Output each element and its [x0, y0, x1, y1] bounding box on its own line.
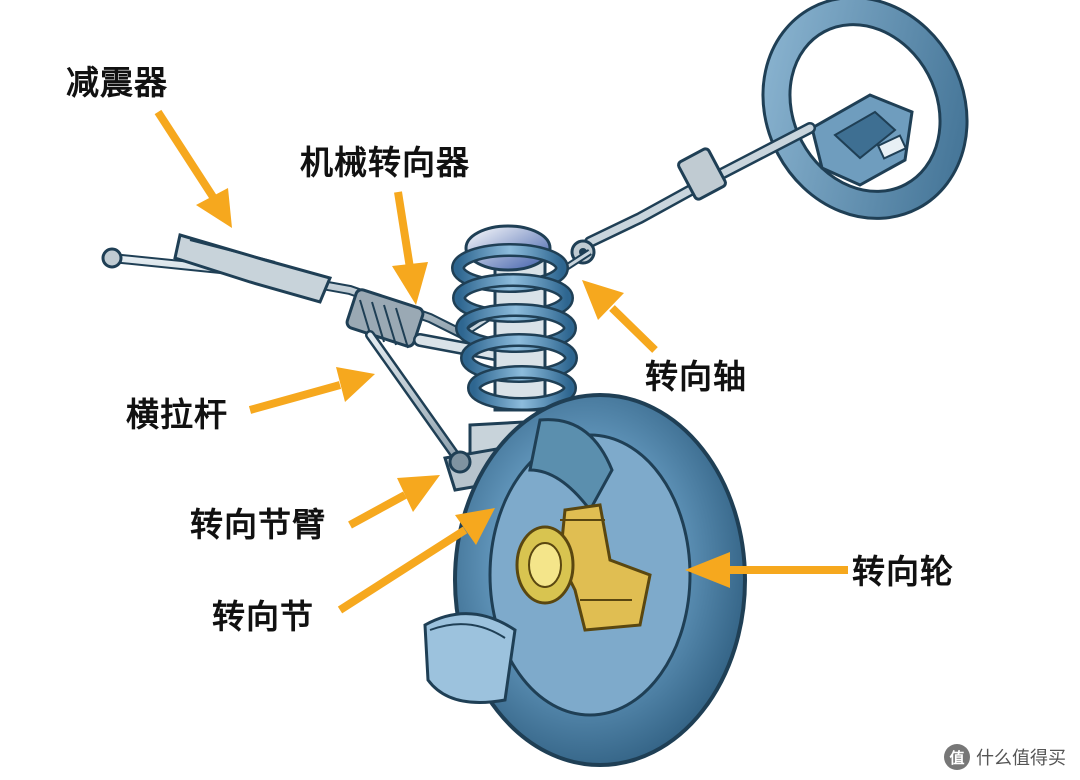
callout-arrows — [154, 109, 848, 614]
arrow-steering-wheel-tire — [685, 552, 848, 588]
arrow-tie-rod — [248, 367, 375, 414]
coil-spring — [451, 224, 578, 412]
label-knuckle: 转向节 — [212, 597, 314, 636]
arrow-steering-gear — [392, 191, 428, 305]
label-steering-wheel-tire: 转向轮 — [852, 552, 954, 591]
arrow-shock-absorber — [154, 109, 232, 228]
label-knuckle-arm: 转向节臂 — [190, 505, 326, 544]
label-tie-rod: 横拉杆 — [126, 395, 228, 434]
steering-column — [570, 122, 816, 265]
arrow-knuckle — [337, 508, 495, 614]
watermark-text: 什么值得买 — [976, 748, 1066, 769]
label-shock-absorber: 减震器 — [66, 63, 168, 102]
label-steering-shaft: 转向轴 — [645, 357, 747, 396]
arrow-knuckle-arm — [348, 475, 440, 529]
watermark: 值 什么值得买 — [944, 744, 1066, 770]
wheel-hub — [515, 503, 652, 632]
watermark-logo-icon: 值 — [944, 744, 970, 770]
steering-wheel — [761, 0, 969, 220]
arrow-steering-shaft — [582, 280, 658, 353]
label-steering-gear: 机械转向器 — [300, 143, 470, 182]
